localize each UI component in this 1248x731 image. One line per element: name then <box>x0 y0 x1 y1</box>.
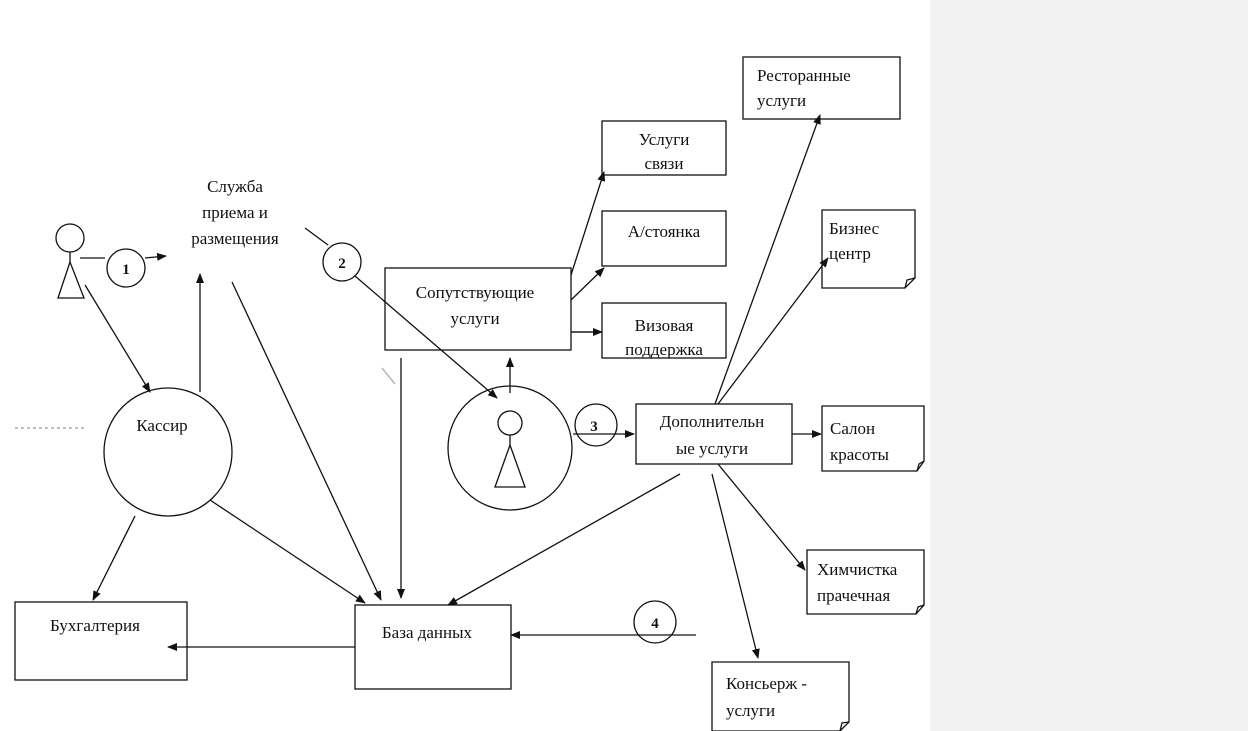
restaurant-label-2: услуги <box>757 91 806 110</box>
step-2-circle <box>322 242 362 282</box>
arrow-cashier-to-database <box>209 499 366 604</box>
guest-figure-icon <box>55 223 105 299</box>
arrow-additional-to-restaurant <box>714 114 821 405</box>
related-services-box <box>384 267 572 351</box>
accounting-box <box>14 601 188 681</box>
arrow-step2-to-staff <box>354 275 498 399</box>
step-1-circle <box>106 248 146 288</box>
related-services-label-1: Сопутствующие <box>416 283 534 302</box>
reception-label-1: Служба <box>207 177 263 196</box>
restaurant-label-1: Ресторанные <box>757 66 851 85</box>
reception-label-3: размещения <box>191 229 279 248</box>
dry-cleaning-doc <box>806 549 925 615</box>
step-3-number: 3 <box>590 419 598 435</box>
additional-services-label-1: Дополнительн <box>660 412 764 431</box>
arrow-cashier-to-accounting <box>92 515 136 601</box>
arrow-additional-to-database <box>447 473 681 606</box>
arrow-guest-to-cashier <box>84 284 151 393</box>
reception-to-step2-line <box>304 227 329 246</box>
step-4-circle <box>633 600 677 644</box>
step-3-circle <box>574 403 618 447</box>
staff-figure-icon <box>494 410 526 488</box>
dry-cleaning-label-1: Химчистка <box>817 560 898 579</box>
arrow-step1-to-reception <box>144 252 167 261</box>
arrow-additional-to-business <box>717 257 829 405</box>
database-label: База данных <box>382 623 473 642</box>
beauty-salon-label-2: красоты <box>830 445 890 464</box>
arrow-reception-to-database <box>231 281 382 601</box>
business-center-label-2: центр <box>829 244 871 263</box>
business-center-label-1: Бизнес <box>829 219 880 238</box>
concierge-label-2: услуги <box>726 701 775 720</box>
arrow-additional-to-drycleaning <box>717 463 806 571</box>
arrow-related-to-communication <box>570 171 606 276</box>
step-1-number: 1 <box>122 262 130 278</box>
visa-label-2: поддержка <box>625 340 703 359</box>
beauty-salon-label-1: Салон <box>830 419 875 438</box>
arrow-additional-to-concierge <box>711 473 760 659</box>
additional-services-label-2: ые услуги <box>676 439 748 458</box>
reception-label-2: приема и <box>202 203 268 222</box>
staff-circle <box>447 385 573 511</box>
dry-cleaning-label-2: прачечная <box>817 586 890 605</box>
communication-box <box>601 120 727 176</box>
cashier-label: Кассир <box>136 416 187 435</box>
arrow-related-to-parking <box>570 267 605 301</box>
step-4-number: 4 <box>651 616 659 632</box>
restaurant-box <box>742 56 901 120</box>
faint-dash <box>381 367 396 385</box>
step-2-number: 2 <box>338 256 346 272</box>
side-panel <box>930 0 1248 731</box>
visa-label-1: Визовая <box>635 316 694 335</box>
accounting-label: Бухгалтерия <box>50 616 140 635</box>
communication-label-1: Услуги <box>639 130 690 149</box>
concierge-doc <box>711 661 850 731</box>
parking-label: А/стоянка <box>628 222 701 241</box>
visa-box <box>601 302 727 359</box>
communication-label-2: связи <box>645 154 684 173</box>
hotel-services-flow-diagram: Служба приема и размещения Кассир Бухгал… <box>14 56 925 731</box>
business-center-doc <box>821 209 916 289</box>
concierge-label-1: Консьерж - <box>726 674 807 693</box>
parking-box <box>601 210 727 267</box>
related-services-label-2: услуги <box>450 309 499 328</box>
database-box <box>354 604 512 690</box>
beauty-salon-doc <box>821 405 925 472</box>
cashier-circle <box>103 387 233 517</box>
